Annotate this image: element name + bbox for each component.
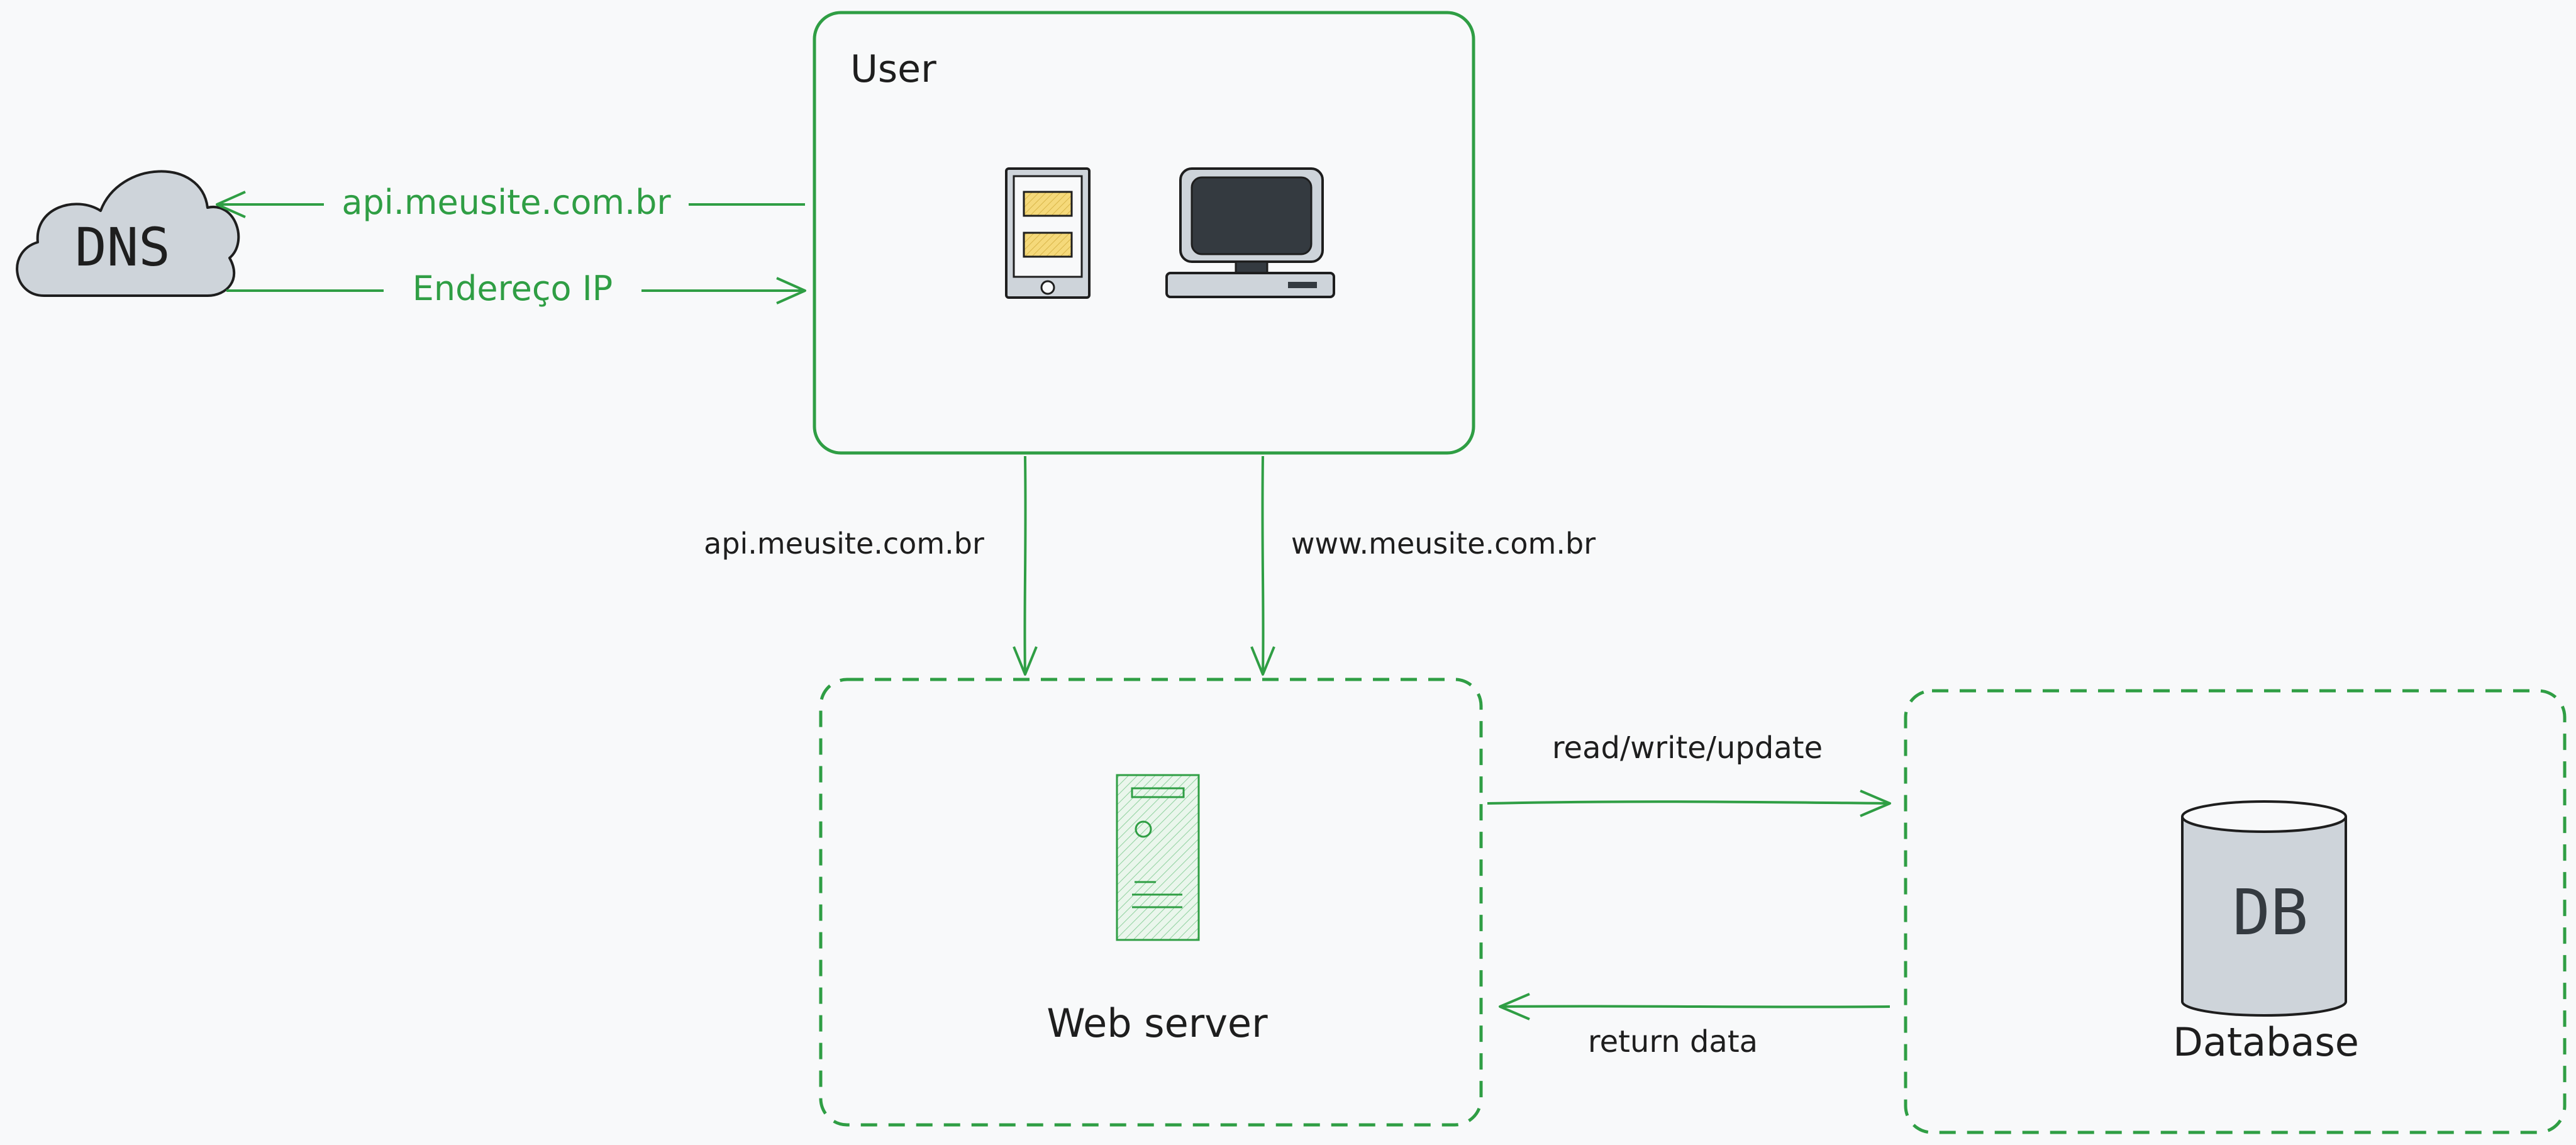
dns-node[interactable]: DNS [16, 170, 240, 297]
cloud-icon [16, 170, 240, 297]
edge-user-to-server-api[interactable]: api.meusite.com.br [704, 455, 1038, 676]
arrowhead-left-icon [216, 191, 246, 218]
database-box [1904, 689, 2567, 1134]
edge-user-to-dns[interactable]: api.meusite.com.br [216, 182, 805, 222]
edge-user-to-server-www[interactable]: www.meusite.com.br [1250, 455, 1596, 676]
edge-label-dns-to-user: Endereço IP [413, 269, 613, 308]
database-cylinder-icon: DB [2181, 800, 2347, 1017]
dns-label: DNS [75, 216, 170, 278]
database-icon-label: DB [2233, 876, 2308, 949]
database-node[interactable]: DB Database [1904, 689, 2567, 1134]
mobile-phone-icon [1005, 167, 1091, 299]
edge-label-db-to-server: return data [1588, 1024, 1758, 1059]
edge-dns-to-user[interactable]: Endereço IP [226, 269, 806, 308]
arrowhead-right-icon [1860, 790, 1891, 817]
edge-label-user-to-server-www: www.meusite.com.br [1291, 527, 1596, 561]
user-node[interactable]: User [813, 11, 1475, 455]
edge-label-server-to-db: read/write/update [1552, 730, 1823, 766]
user-box [813, 11, 1475, 455]
arrowhead-right-icon [776, 277, 806, 304]
edge-label-user-to-dns: api.meusite.com.br [341, 182, 671, 222]
desktop-computer-icon [1165, 167, 1335, 298]
web-server-box [819, 678, 1483, 1127]
edge-db-to-server[interactable]: return data [1499, 993, 1890, 1059]
arrowhead-down-icon [1250, 646, 1275, 676]
arrowhead-left-icon [1499, 993, 1530, 1020]
arrowhead-down-icon [1013, 646, 1038, 676]
edge-server-to-db[interactable]: read/write/update [1487, 730, 1891, 817]
database-label: Database [2173, 1019, 2359, 1065]
web-server-label: Web server [1046, 1000, 1268, 1046]
server-icon [1116, 774, 1200, 941]
web-server-node[interactable]: Web server [819, 678, 1483, 1127]
user-label: User [850, 47, 936, 91]
edge-label-user-to-server-api: api.meusite.com.br [704, 527, 984, 561]
